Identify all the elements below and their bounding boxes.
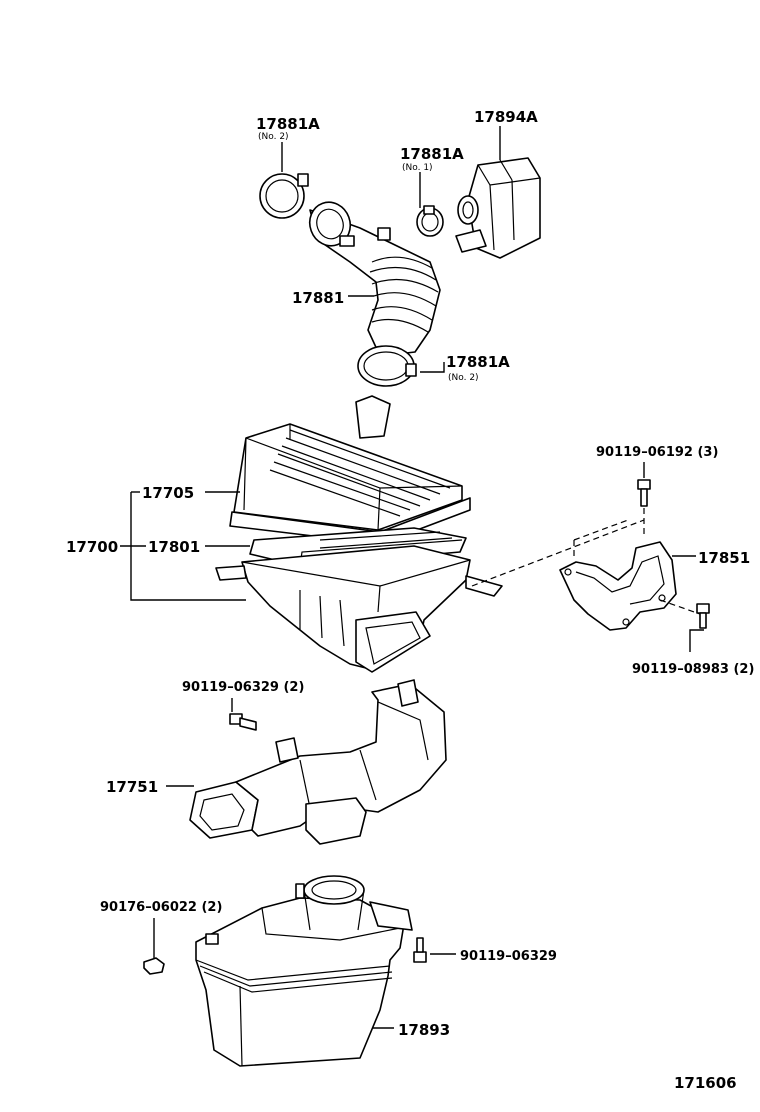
clamp-no1-drawing <box>416 205 444 237</box>
label-bolt-bracket-lower: 90119–08983 (2) <box>632 662 754 677</box>
bracket-drawing <box>559 541 677 631</box>
clamp-no2-lower-drawing <box>357 345 417 387</box>
part-labels: 17881A (No. 2) 17881A (No. 1) 17894A 178… <box>66 108 754 1092</box>
label-bolt-resonator: 90119–06329 <box>460 949 557 964</box>
label-hose: 17881 <box>292 289 344 307</box>
figure-id: 171606 <box>674 1074 737 1092</box>
note-clamp-no1: (No. 1) <box>402 163 433 173</box>
flow-meter-drawing <box>455 157 541 259</box>
bracket-bolt-top-drawing <box>637 479 651 507</box>
leader-lines <box>120 126 704 1029</box>
label-clamp-no2-lower: 17881A <box>446 353 510 371</box>
label-bolt-bracket-top: 90119–06192 (3) <box>596 445 718 460</box>
label-flow-meter: 17894A <box>474 108 538 126</box>
note-clamp-no2-lower: (No. 2) <box>448 373 479 383</box>
nut-drawing <box>143 957 165 975</box>
inlet-bolt-drawing <box>229 713 257 731</box>
note-clamp-no2-top: (No. 2) <box>258 132 289 142</box>
resonator-bolt-drawing <box>413 937 427 963</box>
label-bolt-inlet: 90119–06329 (2) <box>182 680 304 695</box>
label-element: 17801 <box>148 538 200 556</box>
air-cleaner-case-drawing <box>215 545 503 673</box>
resonator-drawing <box>195 875 413 1067</box>
label-clamp-no2-top: 17881A <box>256 115 320 133</box>
air-cleaner-cap-drawing <box>229 395 471 545</box>
label-resonator: 17893 <box>398 1021 450 1039</box>
air-inlet-drawing <box>189 679 447 845</box>
label-clamp-no1: 17881A <box>400 145 464 163</box>
bracket-bolt-lower-drawing <box>696 603 710 629</box>
label-inlet: 17751 <box>106 778 158 796</box>
label-cap: 17705 <box>142 484 194 502</box>
clamp-no2-top-drawing <box>259 173 309 219</box>
label-nut: 90176–06022 (2) <box>100 900 222 915</box>
label-cleaner-assy: 17700 <box>66 538 118 556</box>
label-bracket: 17851 <box>698 549 750 567</box>
